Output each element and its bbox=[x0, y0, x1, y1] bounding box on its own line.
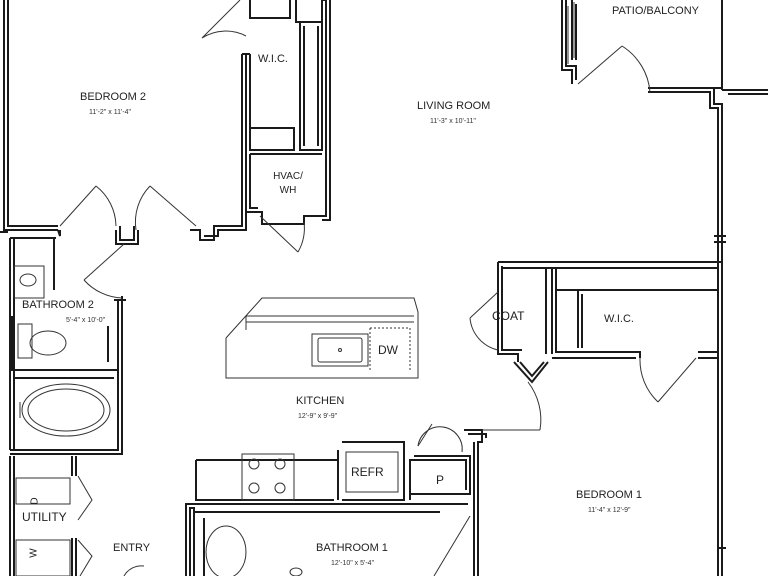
bathroom2-dims: 5'-4" x 10'-0" bbox=[66, 317, 106, 324]
right-walls bbox=[464, 235, 726, 576]
entry-label: ENTRY bbox=[113, 542, 151, 554]
bathroom1-label: BATHROOM 1 bbox=[316, 542, 388, 554]
kitchen-label: KITCHEN bbox=[296, 395, 345, 407]
bathroom2-label: BATHROOM 2 bbox=[22, 299, 94, 311]
bathroom2-walls bbox=[9, 229, 126, 455]
hvac-label-line2: WH bbox=[279, 185, 297, 196]
patio-walls bbox=[561, 0, 768, 236]
living-room-label: LIVING ROOM bbox=[417, 100, 491, 112]
refrigerator-label: REFR bbox=[351, 465, 384, 479]
hvac-label: HVAC/ WH bbox=[266, 172, 310, 196]
washer-label: W bbox=[28, 548, 40, 558]
kitchen-island bbox=[225, 297, 419, 379]
utility-entry-walls bbox=[9, 456, 77, 576]
pantry-label: P bbox=[436, 473, 445, 487]
living-room-dims: 11'-3" x 10'-11" bbox=[430, 118, 476, 125]
patio-label: PATIO/BALCONY bbox=[612, 5, 700, 17]
refrigerator bbox=[345, 451, 399, 493]
bathroom1-walls bbox=[185, 503, 468, 576]
coat-label: COAT bbox=[492, 309, 525, 323]
bathroom1-fixtures bbox=[205, 525, 303, 576]
kitchen-counters bbox=[195, 441, 471, 501]
bathroom2-fixtures bbox=[13, 265, 111, 437]
dryer-label: D bbox=[29, 497, 41, 505]
dishwasher-label: DW bbox=[378, 343, 398, 357]
utility-label: UTILITY bbox=[22, 510, 67, 524]
door-swings bbox=[59, 0, 697, 576]
wic-top-walls bbox=[245, 0, 331, 225]
wic-right-label: W.I.C. bbox=[604, 313, 634, 325]
hvac-label-line1: HVAC/ bbox=[273, 171, 303, 182]
kitchen-dims: 12'-9" x 9'-9" bbox=[298, 413, 338, 420]
bathroom1-dims: 12'-10" x 5'-4" bbox=[331, 560, 375, 567]
bedroom2-label: BEDROOM 2 bbox=[80, 91, 147, 103]
patio-rail bbox=[567, 2, 575, 64]
bedroom2-walls bbox=[0, 0, 250, 245]
utility-machines bbox=[15, 477, 71, 576]
stove bbox=[241, 453, 295, 501]
wic-top-label: W.I.C. bbox=[258, 53, 288, 65]
bedroom1-dims: 11'-4" x 12'-9" bbox=[588, 507, 631, 514]
bedroom1-label: BEDROOM 1 bbox=[576, 489, 643, 501]
bedroom2-dims: 11'-2" x 11'-4" bbox=[89, 109, 132, 116]
